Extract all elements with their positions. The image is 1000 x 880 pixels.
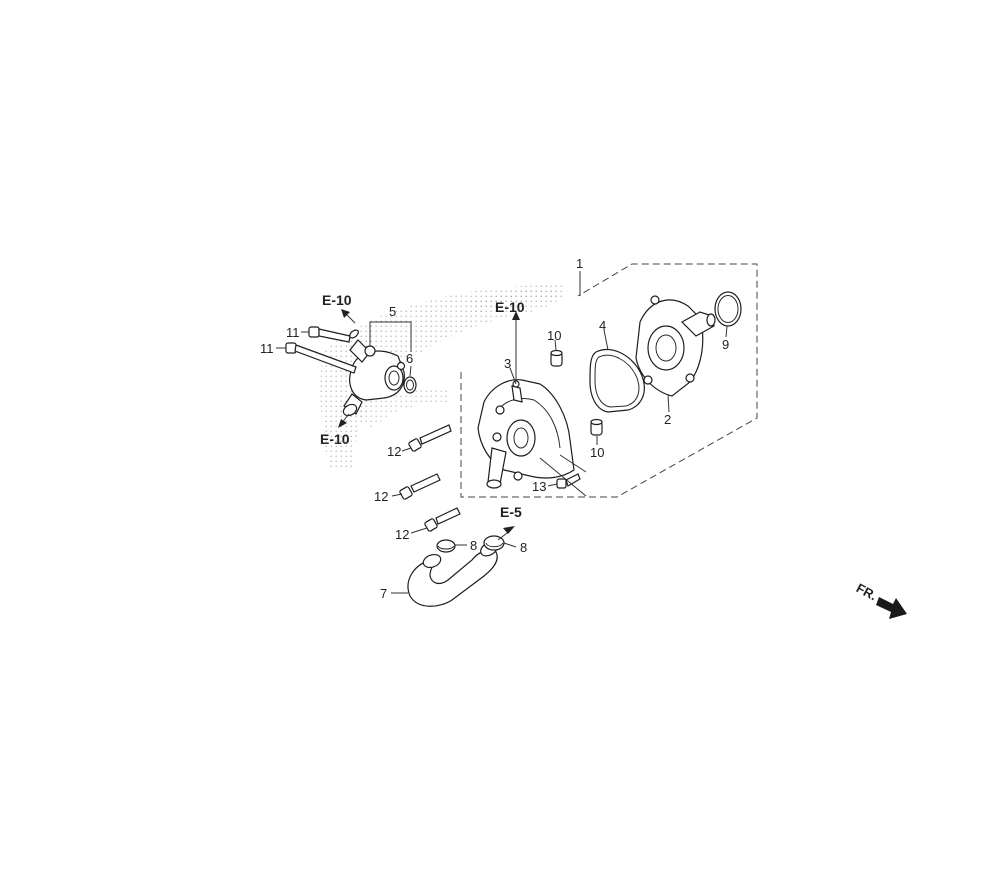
water-pump-cover: [477, 379, 575, 489]
callout-10-lower: 10: [590, 445, 604, 460]
callout-8-left: 8: [470, 538, 477, 553]
o-ring-9: [714, 291, 742, 327]
dowel-pin-10-upper: [550, 349, 563, 367]
ref-e10-top-left: E-10: [322, 292, 352, 308]
callout-3: 3: [504, 356, 511, 371]
callout-10-upper: 10: [547, 328, 561, 343]
gasket-4: [589, 348, 645, 413]
callout-12-upper: 12: [387, 444, 401, 459]
thermostat-housing: [342, 329, 406, 417]
bolt-12-upper: [408, 424, 452, 452]
ref-e5: E-5: [500, 504, 522, 520]
dowel-pin-10-lower: [590, 418, 603, 436]
callout-9: 9: [722, 337, 729, 352]
callout-4: 4: [599, 318, 606, 333]
front-direction-indicator: FR.: [854, 580, 907, 619]
bolt-12-lower: [424, 507, 461, 532]
front-direction-label: FR.: [854, 580, 880, 603]
front-direction-arrow-icon: [876, 597, 907, 619]
bolt-11-upper: [308, 326, 351, 343]
callout-1: 1: [576, 256, 583, 271]
callout-13: 13: [532, 479, 546, 494]
callout-11-lower: 11: [260, 341, 274, 356]
water-pump-assembly: [635, 295, 716, 397]
bolt-12-middle: [399, 473, 441, 500]
callout-11-upper: 11: [286, 325, 300, 340]
assembly-outline: [460, 263, 758, 498]
bolt-11-lower: [285, 342, 357, 374]
hose-clamp-8-left: [436, 539, 456, 553]
background-watermark: [320, 282, 566, 470]
callout-12-lower: 12: [395, 527, 409, 542]
callout-6: 6: [406, 351, 413, 366]
callout-8-right: 8: [520, 540, 527, 555]
leader-lines: [276, 321, 728, 594]
callout-12-middle: 12: [374, 489, 388, 504]
ref-arrows: [338, 309, 520, 541]
callout-2: 2: [664, 412, 671, 427]
ref-e10-center: E-10: [495, 299, 525, 315]
callout-5: 5: [389, 304, 396, 319]
callout-7: 7: [380, 586, 387, 601]
o-ring-6: [403, 376, 417, 394]
ref-e10-bottom-left: E-10: [320, 431, 350, 447]
